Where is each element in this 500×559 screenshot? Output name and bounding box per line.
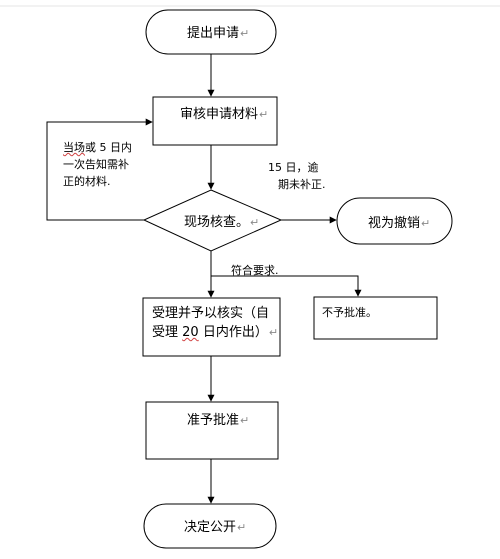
review-box [152, 96, 278, 146]
revoke-label: 视为撤销↵ [368, 216, 431, 231]
approve-box [145, 401, 279, 460]
revoke-terminal [336, 197, 453, 245]
supplement-note-line1: 当场或 5 日内 [63, 141, 132, 154]
accept-label: 受理并予以核实（自 受理 20 日内作出）↵ [152, 304, 278, 342]
overdue-note-line2: 期未补正. [278, 178, 326, 191]
arrow-inspect-to-reject [211, 275, 362, 297]
reject-box [313, 296, 438, 340]
meets-note: 符合要求. [231, 264, 279, 277]
reject-label: 不予批准。 [322, 306, 377, 319]
supplement-note: 当场或 5 日内 一次告知需补 正的材料. [63, 139, 132, 190]
arrow-loop-back-to-review [46, 118, 153, 221]
supplement-note-line2: 一次告知需补 [63, 158, 129, 171]
inspect-label: 现场核查。↵ [184, 215, 260, 230]
supplement-note-line3: 正的材料. [63, 175, 111, 188]
decide-terminal [143, 503, 277, 549]
accept-label-line2: 受理 20 日内作出）↵ [152, 325, 279, 340]
review-label: 审核申请材料↵ [180, 107, 269, 122]
overdue-note: 15 日，逾 期未补正. [268, 159, 326, 193]
accept-label-line1: 受理并予以核实（自 [152, 306, 270, 321]
apply-label: 提出申请↵ [187, 26, 250, 41]
decide-label: 决定公开↵ [184, 520, 247, 535]
overdue-note-line1: 15 日，逾 [268, 161, 319, 174]
approve-label: 准予批准↵ [187, 413, 250, 428]
